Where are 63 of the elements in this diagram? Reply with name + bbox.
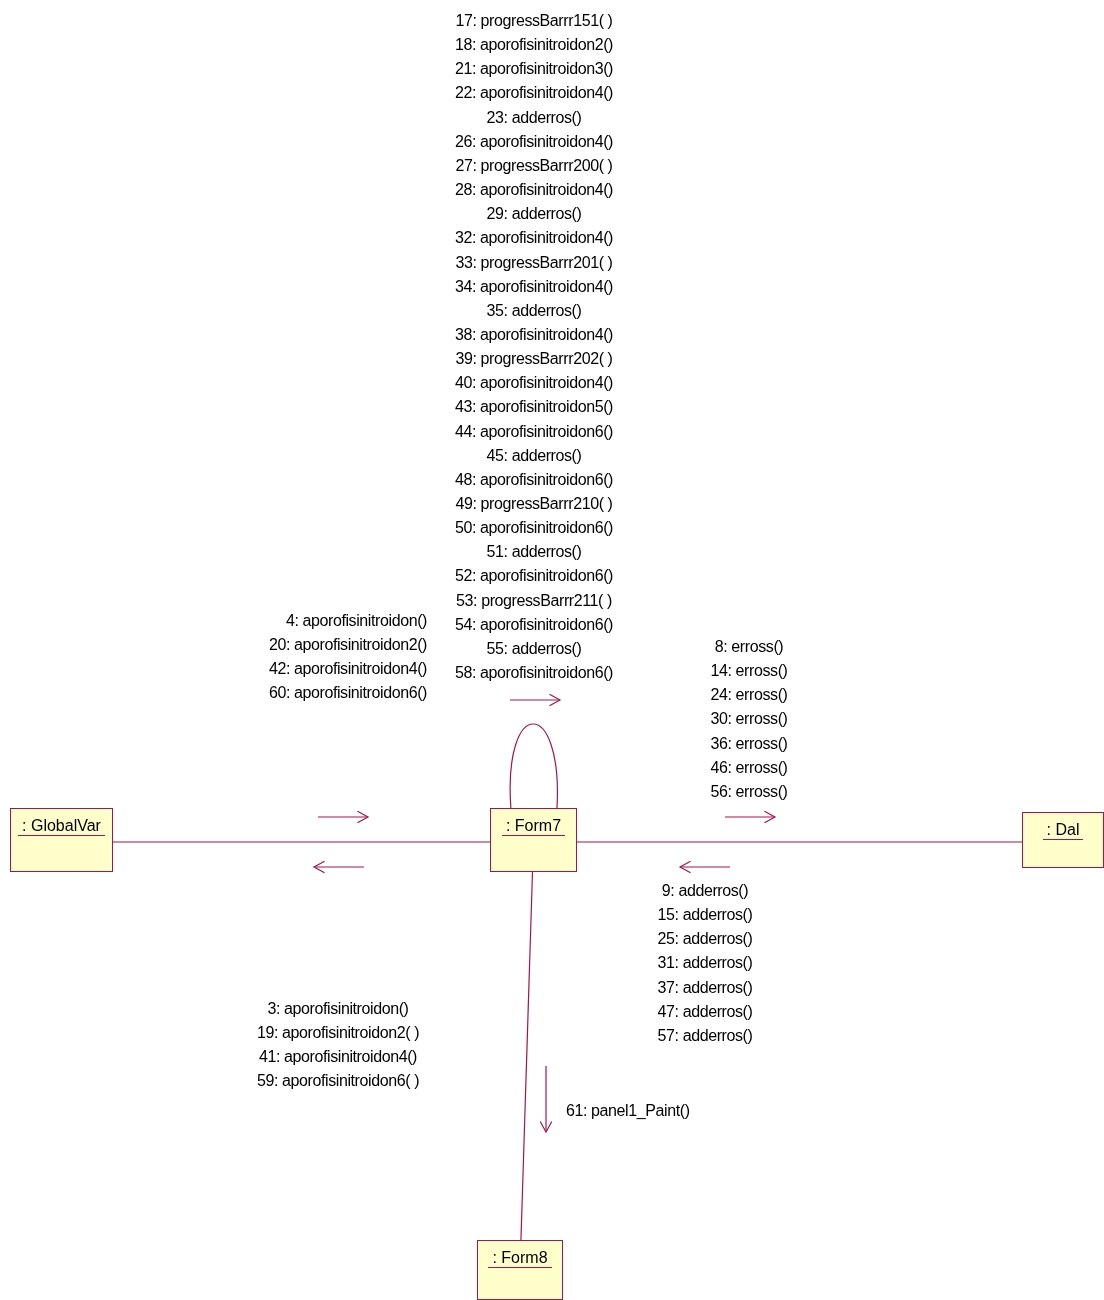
message-label: 23: adderros()	[486, 107, 582, 128]
message-label: 32: aporofisinitroidon4()	[454, 228, 614, 249]
message-label: 34: aporofisinitroidon4()	[454, 276, 614, 297]
object-name: : Form8	[488, 1249, 552, 1268]
message-label: 31: adderros()	[657, 953, 753, 974]
message-label: 56: erross()	[710, 781, 788, 802]
message-label: 22: aporofisinitroidon4()	[454, 83, 614, 104]
message-label: 54: aporofisinitroidon6()	[454, 614, 614, 635]
message-label: 27: progressBarrr200( )	[455, 155, 613, 176]
message-label: 30: erross()	[710, 709, 788, 730]
message-label: 8: erross()	[714, 637, 784, 657]
object-name: : Form7	[501, 817, 566, 836]
object-box	[477, 1240, 563, 1300]
message-label: 43: aporofisinitroidon5()	[454, 397, 614, 418]
message-label: 58: aporofisinitroidon6()	[454, 663, 614, 684]
message-label: 49: progressBarrr210( )	[455, 494, 613, 514]
message-label: 9: adderros()	[661, 881, 749, 901]
message-label: 61: panel1_Paint()	[566, 1101, 690, 1121]
message-label: 20: aporofisinitroidon2()	[268, 635, 427, 656]
message-label: 15: adderros()	[657, 905, 753, 926]
message-label: 57: adderros()	[657, 1025, 753, 1046]
message-label: 28: aporofisinitroidon4()	[454, 180, 614, 201]
message-label: 53: progressBarrr211( )	[456, 590, 612, 611]
object-box	[1022, 812, 1104, 868]
message-label: 48: aporofisinitroidon6()	[454, 469, 614, 490]
message-label: 45: adderros()	[486, 445, 582, 466]
message-label: 42: aporofisinitroidon4()	[268, 659, 427, 680]
object-name: : GlobalVar	[18, 817, 105, 836]
message-label: 3: aporofisinitroidon()	[267, 999, 409, 1019]
message-label: 37: adderros()	[657, 977, 753, 998]
link-line	[576, 841, 1023, 843]
message-label: 25: adderros()	[657, 929, 753, 950]
message-label: 51: adderros()	[486, 542, 582, 563]
message-label: 52: aporofisinitroidon6()	[454, 566, 614, 587]
message-label: 24: erross()	[710, 685, 788, 706]
message-label: 55: adderros()	[486, 638, 582, 659]
object-box	[10, 808, 113, 872]
message-label: 50: aporofisinitroidon6()	[454, 518, 614, 539]
message-label: 59: aporofisinitroidon6( )	[256, 1071, 420, 1092]
message-label: 26: aporofisinitroidon4()	[454, 131, 614, 152]
message-label: 29: adderros()	[486, 204, 582, 225]
message-label: 14: erross()	[710, 661, 788, 682]
message-label: 17: progressBarrr151( )	[455, 11, 613, 31]
message-label: 21: aporofisinitroidon3()	[454, 59, 614, 80]
message-label: 4: aporofisinitroidon()	[285, 611, 427, 631]
message-label: 36: erross()	[710, 733, 788, 754]
message-label: 33: progressBarrr201( )	[455, 252, 613, 273]
message-label: 40: aporofisinitroidon4()	[454, 373, 614, 394]
message-label: 39: progressBarrr202( )	[455, 349, 613, 370]
message-label: 18: aporofisinitroidon2()	[454, 35, 614, 56]
message-label: 38: aporofisinitroidon4()	[454, 324, 614, 345]
message-label: 19: aporofisinitroidon2( )	[256, 1023, 420, 1044]
message-label: 60: aporofisinitroidon6()	[268, 683, 427, 704]
message-label: 35: adderros()	[486, 300, 582, 321]
message-label: 44: aporofisinitroidon6()	[454, 421, 614, 442]
message-label: 47: adderros()	[657, 1001, 753, 1022]
message-label: 46: erross()	[710, 757, 788, 778]
object-name: : Dal	[1042, 821, 1084, 840]
message-label: 41: aporofisinitroidon4()	[258, 1047, 418, 1068]
link-line	[520, 871, 534, 1241]
link-line	[112, 841, 491, 843]
object-box	[490, 808, 577, 872]
self-link-loop	[509, 723, 558, 809]
